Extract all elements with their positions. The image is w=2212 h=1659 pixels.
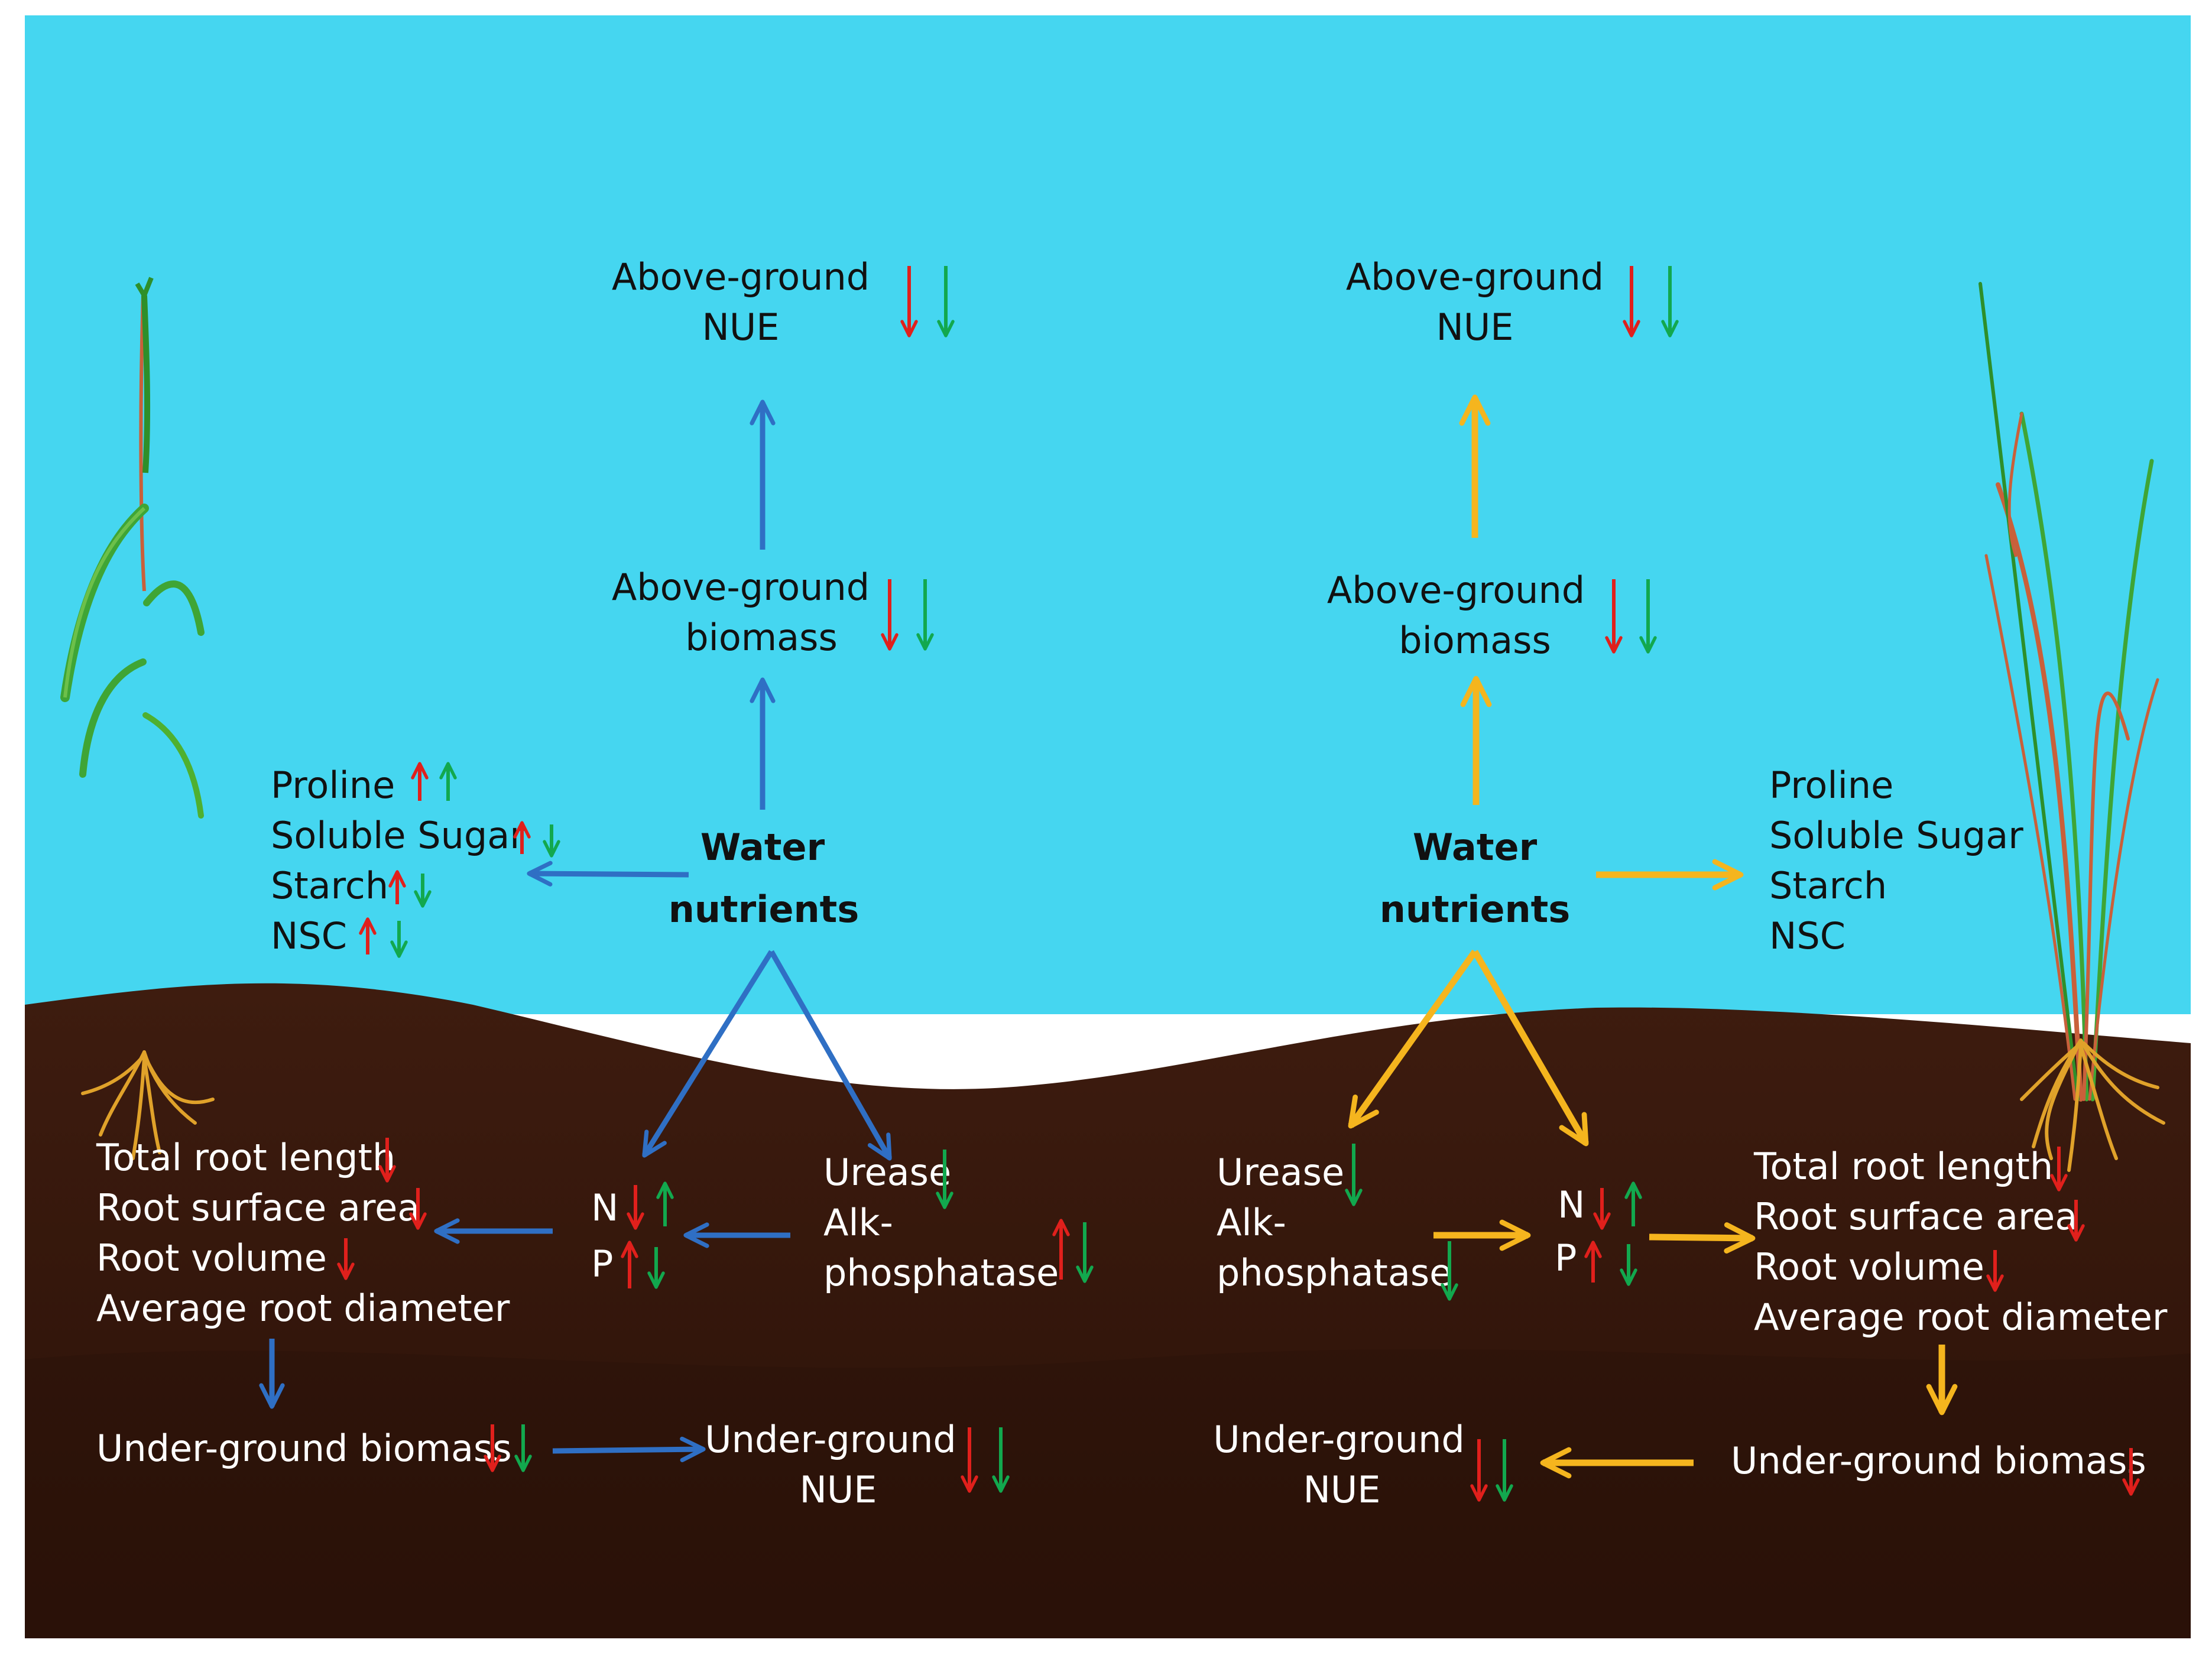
right-root-volume: Root volume	[1754, 1245, 1984, 1288]
right-n-label: N	[1558, 1183, 1585, 1226]
left-underground-nue-line1: Under-ground	[705, 1418, 956, 1461]
right-arrow-np-to-roots	[1649, 1222, 1756, 1254]
left-above-ground-nue-line1: Above-ground	[612, 255, 870, 298]
left-above-ground-nue-line2: NUE	[702, 306, 780, 349]
right-root-indicators	[1986, 1147, 2085, 1292]
left-root-surface-area: Root surface area	[96, 1186, 420, 1229]
left-n-label: N	[591, 1186, 618, 1229]
left-above-ground-biomass-line2: biomass	[685, 616, 838, 659]
right-above-ground-nue-line2: NUE	[1436, 306, 1514, 349]
left-p-label: P	[591, 1242, 613, 1285]
left-osmolyte-proline: Proline	[271, 764, 395, 807]
left-above-nue-indicators	[900, 266, 955, 337]
right-above-nue-indicators	[1623, 266, 1679, 337]
right-root-surface-area: Root surface area	[1754, 1195, 2077, 1238]
soil-panel	[25, 983, 2191, 1638]
right-osmolyte-proline: Proline	[1769, 764, 1893, 807]
right-underground-nue-indicators	[1470, 1439, 1513, 1502]
left-arrow-water-to-osmolytes	[527, 861, 689, 887]
left-alk-phosphatase-line1: Alk-	[823, 1201, 893, 1244]
left-arrow-nutrients-to-urease	[769, 950, 892, 1161]
left-above-biomass-indicators	[881, 579, 934, 651]
right-p-label: P	[1555, 1236, 1577, 1280]
left-alk-phosphatase-line2: phosphatase	[823, 1251, 1059, 1294]
left-osmolyte-nsc: NSC	[271, 914, 347, 957]
left-urease-label: Urease	[823, 1151, 951, 1194]
right-above-ground-nue-line1: Above-ground	[1346, 255, 1604, 298]
left-arrow-biomass-to-underground-nue	[552, 1436, 706, 1463]
left-alk-phosphatase-indicators	[1052, 1219, 1094, 1283]
left-water-label: Water	[700, 826, 825, 869]
right-alk-phosphatase-line1: Alk-	[1217, 1201, 1286, 1244]
right-osmolyte-starch: Starch	[1769, 864, 1887, 907]
right-panel: Above-ground NUE Above-ground biomass Wa…	[1213, 255, 2168, 1511]
right-osmolyte-nsc: NSC	[1769, 914, 1846, 957]
left-root-indicators	[337, 1138, 427, 1280]
left-above-ground-biomass-line1: Above-ground	[612, 566, 870, 609]
right-root-average-diameter: Average root diameter	[1754, 1296, 2168, 1339]
left-underground-biomass: Under-ground biomass	[96, 1427, 512, 1470]
right-underground-nue-line2: NUE	[1303, 1468, 1381, 1511]
left-osmolyte-starch: Starch	[271, 864, 388, 907]
left-plant-illustration	[60, 277, 215, 1160]
right-above-biomass-indicators	[1605, 579, 1657, 654]
right-water-label: Water	[1413, 826, 1538, 869]
right-urease-label: Urease	[1217, 1151, 1344, 1194]
left-root-volume: Root volume	[96, 1236, 327, 1280]
left-np-indicators	[621, 1181, 674, 1289]
right-alk-phosphatase-line2: phosphatase	[1217, 1251, 1452, 1294]
right-underground-nue-line1: Under-ground	[1213, 1418, 1464, 1461]
left-osmolyte-indicators	[359, 762, 560, 958]
soil-shading	[25, 1349, 2191, 1638]
sky-panel	[25, 15, 2191, 1014]
right-arrow-nutrients-to-urease	[1348, 949, 1478, 1129]
left-nutrients-label: nutrients	[669, 888, 859, 931]
left-osmolyte-soluble-sugar: Soluble Sugar	[271, 814, 525, 857]
right-above-ground-biomass-line2: biomass	[1399, 619, 1551, 662]
right-root-total-length: Total root length	[1753, 1145, 2053, 1188]
right-arrow-nutrients-to-n	[1472, 950, 1589, 1147]
left-underground-nue-indicators	[961, 1427, 1010, 1493]
right-plant-illustration	[1979, 282, 2165, 1172]
left-underground-biomass-indicators	[484, 1424, 532, 1472]
right-osmolyte-soluble-sugar: Soluble Sugar	[1769, 814, 2023, 857]
right-underground-biomass: Under-ground biomass	[1731, 1439, 2146, 1482]
right-nutrients-label: nutrients	[1380, 888, 1570, 931]
right-above-ground-biomass-line1: Above-ground	[1327, 569, 1585, 612]
left-underground-nue-line2: NUE	[800, 1468, 877, 1511]
left-root-total-length: Total root length	[96, 1136, 395, 1179]
left-arrow-nutrients-to-n	[642, 950, 774, 1158]
left-panel: Above-ground NUE Above-ground biomass Wa…	[96, 255, 1094, 1511]
right-np-indicators	[1584, 1181, 1642, 1286]
left-root-average-diameter: Average root diameter	[96, 1287, 510, 1330]
